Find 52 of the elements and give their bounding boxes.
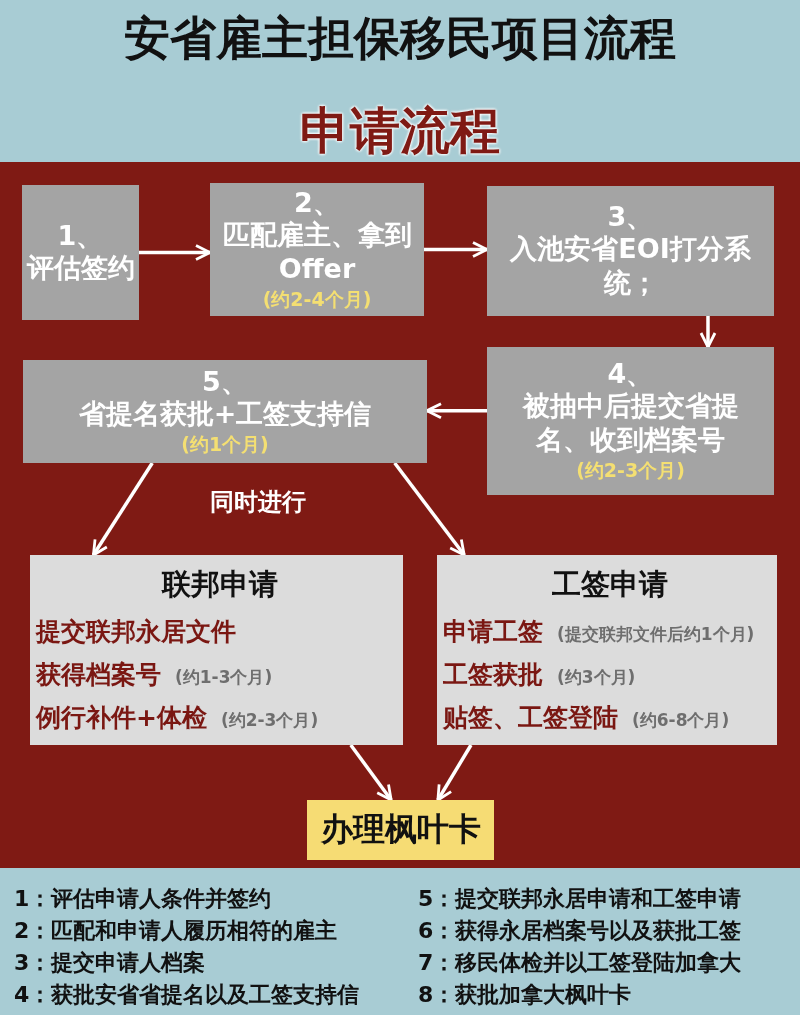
application-panel — [30, 555, 403, 745]
arrow — [436, 744, 473, 802]
list-item: 4：获批安省省提名以及工签支持信 — [14, 981, 360, 1009]
step-text: 评估签约 — [26, 250, 135, 285]
arrow — [393, 461, 466, 557]
duration-text: (约6-8个月) — [632, 709, 730, 732]
note-text: 同时进行 — [210, 487, 306, 518]
panel-heading: 工签申请 — [551, 566, 669, 603]
step-text: 被抽中后提交省提名、收到档案号 — [521, 389, 740, 457]
step-number: 1、 — [57, 220, 104, 251]
step-box — [22, 185, 139, 320]
subtitle: 申请流程 — [299, 101, 501, 162]
step-box — [487, 347, 774, 495]
arrow — [91, 462, 154, 557]
list-item: 2：匹配和申请人履历相符的雇主 — [14, 917, 338, 945]
item-text: 提交联邦永居文件 — [36, 616, 236, 648]
duration-text: (约2-4个月) — [262, 286, 372, 312]
step-box — [23, 360, 427, 463]
step-number: 5、 — [202, 366, 248, 397]
list-item: 7：移民体检并以工签登陆加拿大 — [418, 949, 742, 977]
title: 安省雇主担保移民项目流程 — [123, 10, 677, 67]
list-item: 6：获得永居档案号以及获批工签 — [418, 917, 742, 945]
step-text: 匹配雇主、拿到Offer — [221, 217, 413, 286]
item-text: 工签获批 — [443, 659, 543, 691]
duration-text: (约1个月) — [181, 431, 269, 457]
step-number: 3、 — [607, 202, 654, 232]
step-text: 省提名获批+工签支持信 — [78, 396, 372, 431]
item-text: 贴签、工签登陆 — [443, 702, 618, 734]
step-number: 4、 — [607, 359, 654, 389]
duration-text: (约1-3个月) — [175, 666, 273, 689]
step-text: 入池安省EOI打分系统； — [508, 232, 752, 300]
arrow — [424, 241, 489, 258]
duration-text: (提交联邦文件后约1个月) — [557, 623, 755, 646]
arrow — [139, 244, 212, 261]
duration-text: (约3个月) — [557, 666, 636, 689]
step-number: 2、 — [294, 187, 340, 218]
arrow — [699, 316, 717, 349]
list-item: 3：提交申请人档案 — [14, 949, 206, 977]
application-panel — [437, 555, 777, 745]
duration-text: (约2-3个月) — [576, 458, 685, 483]
list-item: 1：评估申请人条件并签约 — [14, 885, 272, 913]
step-box — [487, 186, 774, 316]
step-box — [210, 183, 424, 316]
list-item: 8：获批加拿大枫叶卡 — [418, 981, 632, 1009]
duration-text: (约2-3个月) — [220, 709, 319, 732]
item-text: 申请工签 — [443, 616, 543, 648]
arrow — [349, 743, 393, 802]
list-item: 5：提交联邦永居申请和工签申请 — [418, 885, 742, 913]
panel-heading: 联邦申请 — [160, 566, 279, 603]
result-box: 办理枫叶卡 — [307, 800, 494, 860]
item-text: 获得档案号 — [36, 659, 161, 691]
item-text: 例行补件+体检 — [36, 702, 207, 734]
